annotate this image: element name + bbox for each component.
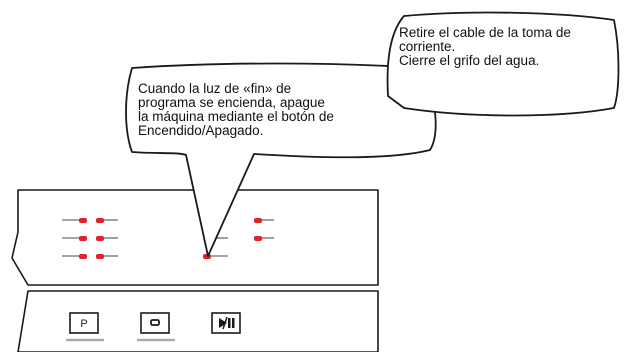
play-pause-button: [211, 312, 241, 334]
indicator-led-row-2: [62, 236, 118, 241]
callout-text-power-off: Cuando la luz de «fin» de programa se en…: [138, 82, 334, 138]
callout-line: programa se encienda, apague: [138, 95, 325, 110]
stop-button: [137, 312, 175, 342]
callout-line: corriente.: [399, 39, 456, 54]
program-button: P: [66, 312, 104, 342]
callout-line: Cierre el grifo del agua.: [399, 53, 540, 68]
indicator-leds-right: [254, 218, 274, 241]
stop-square-icon: [150, 319, 160, 326]
indicator-led-row-3: [62, 254, 118, 259]
indicator-leds-left: [62, 218, 118, 259]
callout-bubble-right: [386, 11, 620, 117]
indicator-led-row-1: [62, 218, 118, 223]
program-button-label: P: [80, 318, 87, 330]
callout-line: Retire el cable de la toma de: [399, 25, 571, 40]
callout-bubble-left: [125, 62, 437, 257]
control-panel-top: [11, 189, 379, 286]
callout-line: Cuando la luz de «fin» de: [138, 81, 292, 96]
callout-line: la máquina mediante el botón de: [138, 109, 334, 124]
callout-text-unplug: Retire el cable de la toma de corriente.…: [399, 26, 571, 68]
callout-line: Encendido/Apagado.: [138, 123, 264, 138]
play-pause-icon: [219, 316, 235, 330]
